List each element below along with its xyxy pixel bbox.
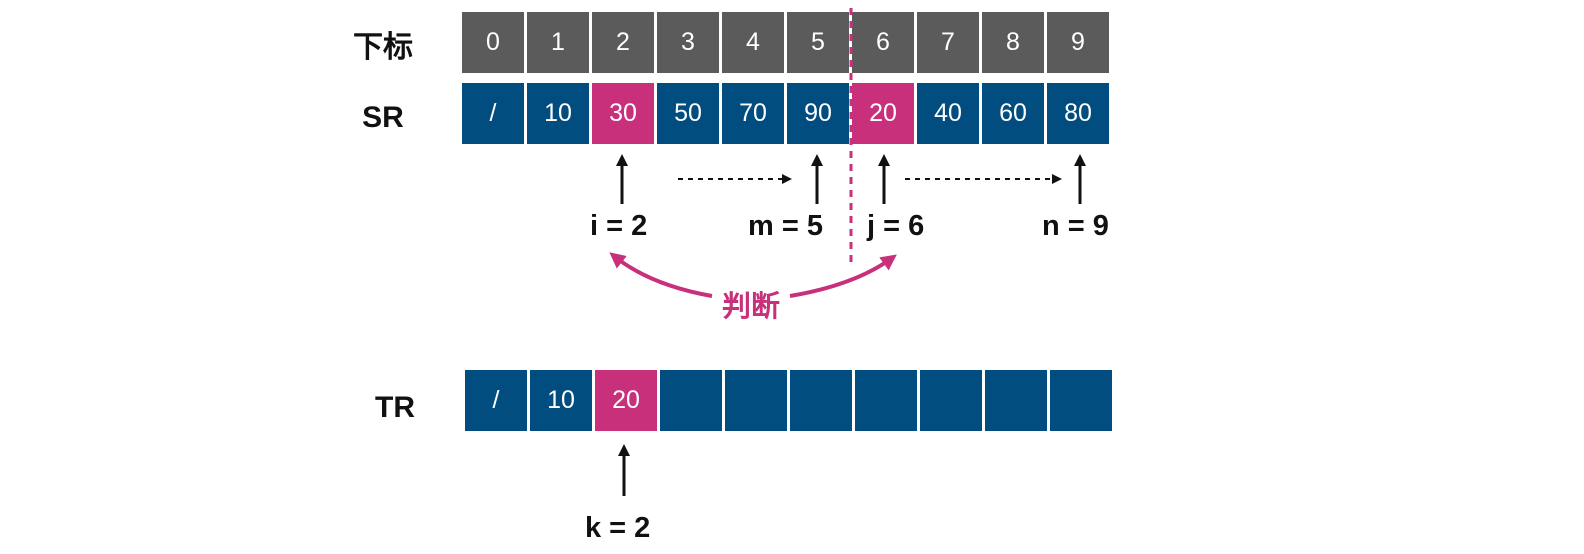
pointer-n-label: n = 9: [1042, 210, 1109, 242]
tr-cell-5: [790, 370, 852, 431]
pointer-k-label: k = 2: [585, 512, 651, 544]
judge-right-curve: [789, 254, 897, 298]
sr-cell-9: 80: [1047, 83, 1109, 144]
index-cell-9: 9: [1047, 12, 1109, 73]
tr-cell-2: 20: [595, 370, 657, 431]
index-cell-8: 8: [982, 12, 1044, 73]
tr-cell-0: /: [465, 370, 527, 431]
index-cell-4: 4: [722, 12, 784, 73]
tr-cell-4: [725, 370, 787, 431]
sr-cell-5: 90: [787, 83, 849, 144]
pointer-j-label: j = 6: [867, 210, 925, 242]
index-cell-0: 0: [462, 12, 524, 73]
sr-cell-8: 60: [982, 83, 1044, 144]
tr-cell-7: [920, 370, 982, 431]
sr-row-label: SR: [362, 101, 404, 134]
sr-cell-0: /: [462, 83, 524, 144]
sr-cell-4: 70: [722, 83, 784, 144]
sr-cell-7: 40: [917, 83, 979, 144]
pointer-i-label: i = 2: [590, 210, 648, 242]
index-cell-1: 1: [527, 12, 589, 73]
tr-cell-1: 10: [530, 370, 592, 431]
index-cell-5: 5: [787, 12, 849, 73]
index-row-label: 下标: [353, 31, 413, 64]
judge-left-curve: [609, 252, 713, 298]
tr-cell-8: [985, 370, 1047, 431]
tr-cell-3: [660, 370, 722, 431]
index-cell-7: 7: [917, 12, 979, 73]
tr-cell-9: [1050, 370, 1112, 431]
index-cell-3: 3: [657, 12, 719, 73]
index-cell-6: 6: [852, 12, 914, 73]
sr-cell-2: 30: [592, 83, 654, 144]
tr-row-label: TR: [375, 391, 415, 424]
sr-cell-3: 50: [657, 83, 719, 144]
judge-label: 判断: [722, 291, 781, 323]
pointer-m-label: m = 5: [748, 210, 823, 242]
index-cell-2: 2: [592, 12, 654, 73]
tr-cell-6: [855, 370, 917, 431]
sr-cell-1: 10: [527, 83, 589, 144]
sr-cell-6: 20: [852, 83, 914, 144]
